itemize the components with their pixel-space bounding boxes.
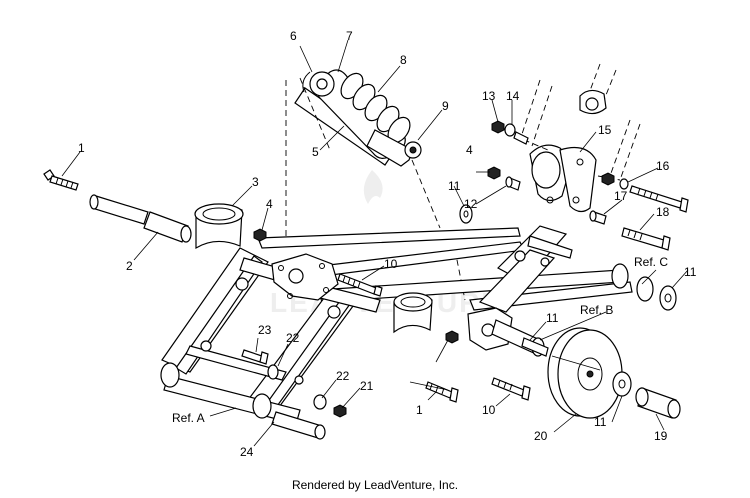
callout-1-top: 1 (78, 141, 85, 155)
nut-washer-top (491, 120, 529, 145)
callout-4-right: 4 (466, 143, 473, 157)
bolts-bottom (425, 377, 531, 403)
callout-10-bottom: 10 (482, 403, 496, 417)
callout-15: 15 (598, 123, 612, 137)
callout-labels: 1 2 3 4 4 5 6 7 8 9 10 10 11 11 11 11 12… (78, 29, 697, 459)
nut-spacer-right (487, 166, 521, 191)
callout-21: 21 (360, 379, 374, 393)
ref-a-label: Ref. A (172, 411, 205, 425)
bolts-right (589, 172, 689, 251)
callout-11-wheel: 11 (594, 415, 607, 429)
callout-19: 19 (654, 429, 668, 443)
callout-11-center: 11 (546, 311, 559, 325)
render-credit: Rendered by LeadVenture, Inc. (291, 478, 459, 492)
callout-11-right: 11 (684, 265, 697, 279)
callout-20: 20 (534, 429, 548, 443)
idler-wheel (547, 327, 681, 419)
callout-22-lower: 22 (336, 369, 350, 383)
callout-24: 24 (240, 445, 254, 459)
callout-7: 7 (346, 29, 353, 43)
upper-arm-assembly (467, 225, 573, 357)
leader-lines (61, 39, 689, 447)
callout-4-left: 4 (266, 197, 273, 211)
callout-17: 17 (614, 189, 628, 203)
callout-10-mid: 10 (384, 257, 398, 271)
lower-arm-assembly (160, 247, 381, 440)
shock-upper-outline (495, 63, 641, 181)
callout-12: 12 (464, 197, 478, 211)
callout-2: 2 (126, 259, 133, 273)
callout-23: 23 (258, 323, 272, 337)
callout-16: 16 (656, 159, 670, 173)
collar-mid (393, 292, 433, 334)
callout-18: 18 (656, 205, 670, 219)
washer-right (659, 285, 677, 311)
pivot-bolt-and-bushings (43, 169, 192, 243)
callout-1-bottom: 1 (416, 403, 423, 417)
callout-3: 3 (252, 175, 259, 189)
callout-5: 5 (312, 145, 319, 159)
mount-plate (271, 253, 339, 301)
callout-8: 8 (400, 53, 407, 67)
nut-bottom (445, 330, 459, 344)
shock-absorber (294, 69, 422, 167)
collar (194, 203, 244, 250)
bolt-mid (337, 273, 383, 297)
washer-upper (459, 204, 473, 224)
callout-11-upper: 11 (448, 179, 461, 193)
callout-13: 13 (482, 89, 496, 103)
callout-14: 14 (506, 89, 520, 103)
callout-22-upper: 22 (286, 331, 300, 345)
ref-b-label: Ref. B (580, 303, 613, 317)
callout-9: 9 (442, 99, 449, 113)
callout-6: 6 (290, 29, 297, 43)
small-hardware (241, 349, 347, 418)
shock-bracket (529, 144, 597, 213)
frame-rails (257, 227, 654, 311)
ref-c-label: Ref. C (634, 255, 668, 269)
nut-left (253, 228, 267, 242)
